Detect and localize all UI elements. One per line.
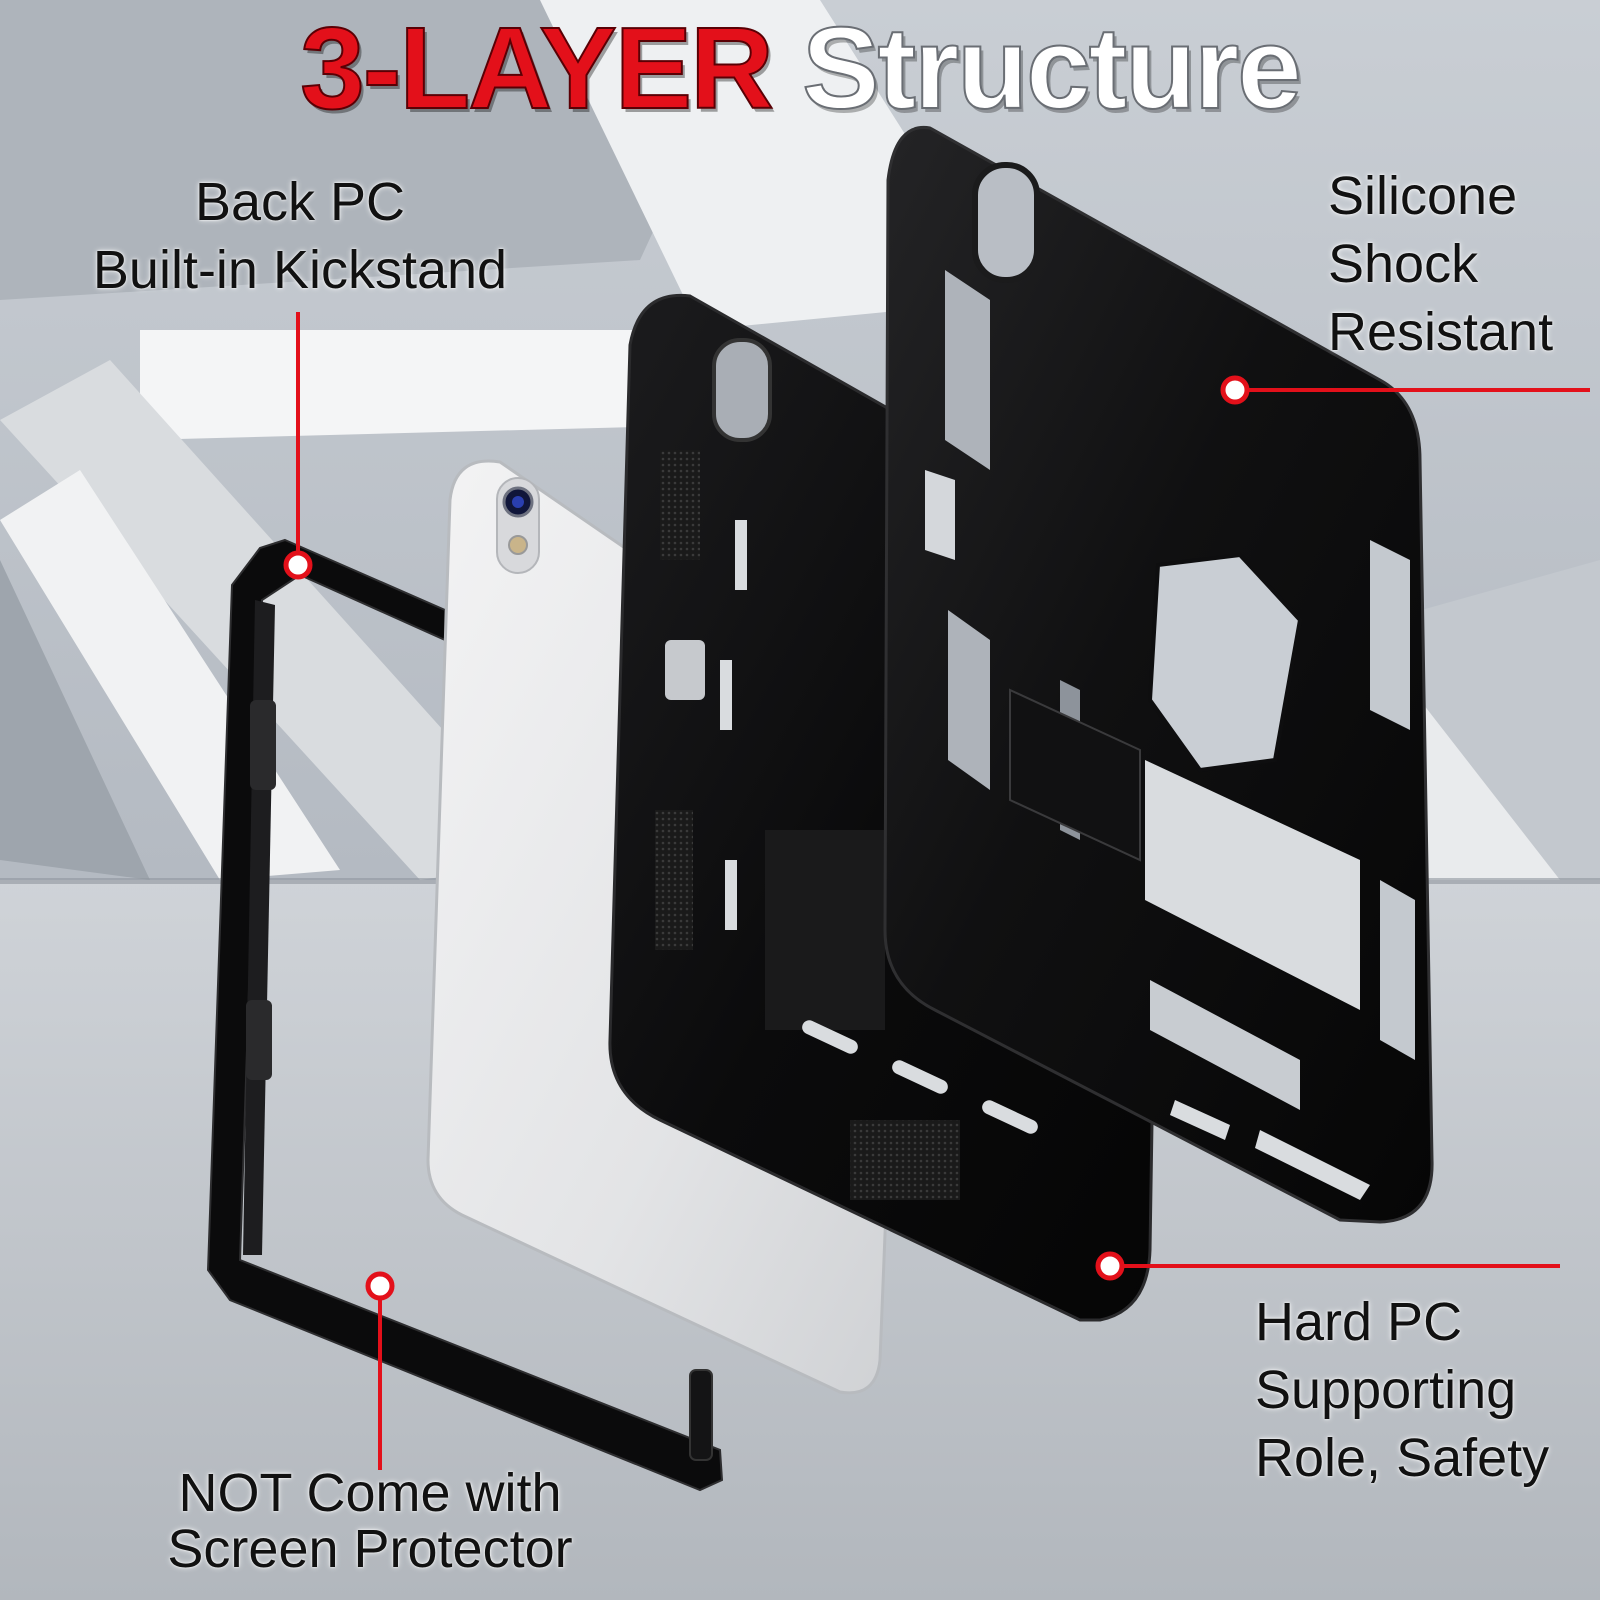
label-hard-pc-line3: Role, Safety [1255,1428,1550,1488]
callout-hard-pc [1095,1251,1560,1281]
callout-silicone [1220,375,1590,405]
callout-back-pc [283,312,313,580]
label-hard-pc-line1: Hard PC [1255,1292,1463,1352]
front-frame-layer [206,538,724,1492]
label-silicone-line3: Resistant [1328,302,1554,362]
label-screen-protector: NOT Come with Screen Protector [140,1465,600,1577]
label-silicone-line2: Shock [1328,234,1479,294]
label-back-pc-line2: Built-in Kickstand [92,240,508,300]
silicone-layer [883,125,1434,1224]
headline-title: 3-LAYER Structure [0,6,1600,130]
label-back-pc-line1: Back PC [194,172,406,232]
callout-screen-protector [365,1271,395,1470]
label-hard-pc-line2: Supporting [1255,1360,1517,1420]
label-silicone-line1: Silicone [1328,166,1518,226]
label-silicone: Silicone Shock Resistant [1328,162,1553,366]
label-back-pc: Back PC Built-in Kickstand [40,168,560,304]
label-hard-pc: Hard PC Supporting Role, Safety [1255,1288,1549,1492]
headline-part-red: 3-LAYER [299,3,775,133]
label-screen-line2: Screen Protector [167,1519,573,1579]
label-screen-line1: NOT Come with [178,1463,562,1523]
headline-part-white: Structure [801,3,1303,133]
